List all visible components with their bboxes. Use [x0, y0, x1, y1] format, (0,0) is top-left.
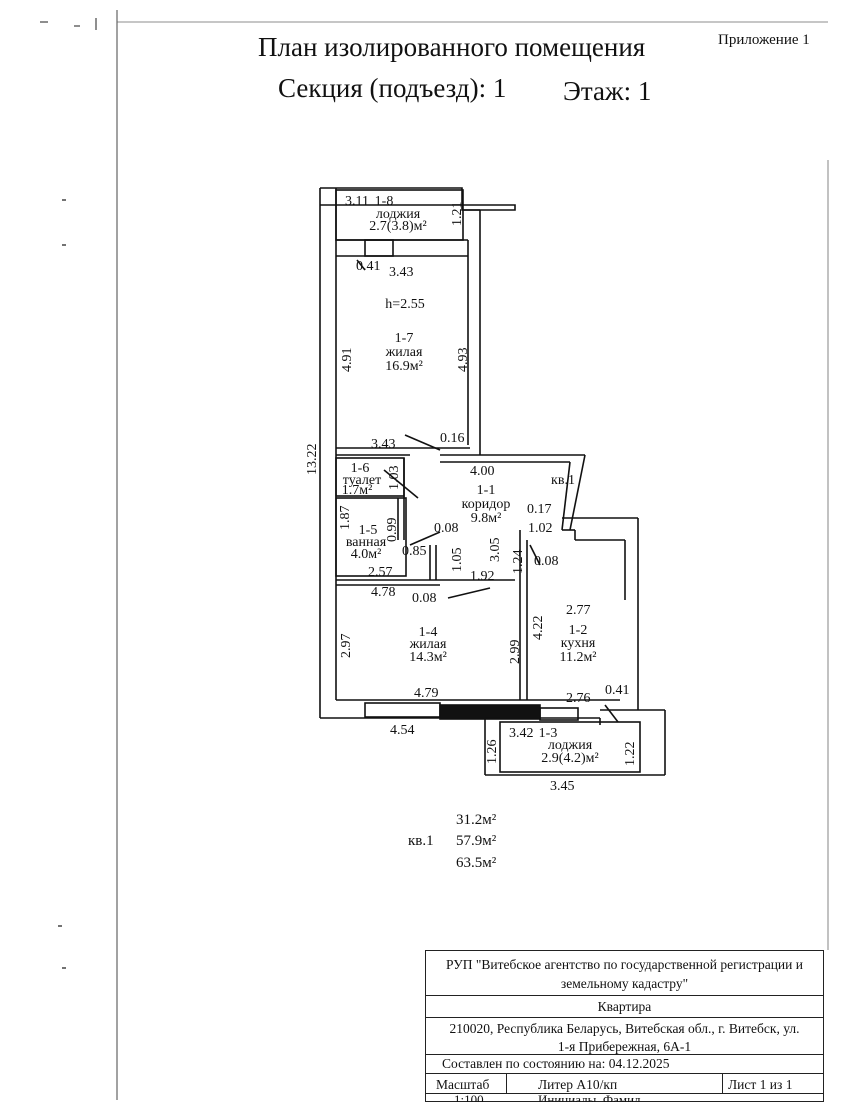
- room-1-3-id: 1-3: [539, 726, 558, 741]
- dim-2-77: 2.77: [566, 603, 591, 618]
- dim-1-92: 1.92: [470, 569, 495, 584]
- room-1-8-area: 2.7(3.8)м²: [369, 219, 426, 234]
- title-block-address: 210020, Республика Беларусь, Витебская о…: [426, 1018, 823, 1055]
- title-block-org: РУП "Витебское агентство по государствен…: [426, 951, 823, 996]
- dim-1-22: 1.22: [623, 742, 638, 767]
- dim-3-42: 3.42: [509, 726, 534, 741]
- room-1-3-area: 2.9(4.2)м²: [541, 751, 598, 766]
- scale-label: Масштаб: [436, 1077, 490, 1092]
- state-date: Составлен по состоянию на: 04.12.2025: [442, 1056, 670, 1071]
- dim-2-99: 2.99: [508, 640, 523, 665]
- room-1-4-area: 14.3м²: [409, 650, 447, 665]
- summary-living-area: 31.2м²: [456, 812, 497, 828]
- ceiling-height: h=2.55: [385, 297, 424, 312]
- floor-label: Этаж: 1: [563, 76, 652, 106]
- room-1-2-name: кухня: [561, 636, 596, 651]
- org-line-2: земельному кадастру": [560, 976, 689, 991]
- dim-0-85: 0.85: [402, 544, 427, 559]
- dim-0-08-b: 0.08: [534, 554, 559, 569]
- appendix-label: Приложение 1: [718, 32, 810, 48]
- plan-walls: [319, 187, 666, 776]
- dim-2-76: 2.76: [566, 691, 591, 706]
- dim-4-54: 4.54: [390, 723, 415, 738]
- dimension-labels: 13.22 3.11 1.21 0.41 3.43 4.91 4.93 3.43…: [305, 194, 638, 794]
- dim-0-16: 0.16: [440, 431, 465, 446]
- title-block-bottom-row: 1:100 Инициалы, Фамил: [426, 1094, 823, 1102]
- liter-label: Литер А10/кп: [538, 1077, 618, 1092]
- summary-label: кв.1: [408, 833, 434, 849]
- room-1-7-name: жилая: [385, 345, 423, 360]
- room-1-6-name: туалет: [343, 473, 381, 488]
- room-1-4-id: 1-4: [419, 625, 438, 640]
- room-1-7-id: 1-7: [395, 331, 414, 346]
- dim-4-91: 4.91: [340, 348, 355, 373]
- dim-4-22: 4.22: [531, 616, 546, 641]
- title-block-date: Составлен по состоянию на: 04.12.2025: [426, 1055, 823, 1074]
- room-1-2-id: 1-2: [569, 623, 588, 638]
- sheet-label: Лист 1 из 1: [728, 1077, 793, 1092]
- dim-3-45: 3.45: [550, 779, 575, 794]
- dim-1-21: 1.21: [450, 202, 465, 227]
- address-line-2: 1-я Прибережная, 6А-1: [557, 1039, 692, 1054]
- title-block-scale-row: Масштаб Литер А10/кп Лист 1 из 1: [426, 1074, 823, 1094]
- section-label: Секция (подъезд): 1: [278, 73, 507, 103]
- summary-total-area: 57.9м²: [456, 833, 497, 849]
- dim-0-99: 0.99: [385, 518, 400, 543]
- dim-4-00: 4.00: [470, 464, 495, 479]
- dim-4-79: 4.79: [414, 686, 439, 701]
- room-1-3-name: лоджия: [548, 738, 593, 753]
- room-1-1-id: 1-1: [477, 483, 496, 498]
- dim-0-17: 0.17: [527, 502, 552, 517]
- dim-1-02: 1.02: [528, 521, 553, 536]
- room-1-7-area: 16.9м²: [385, 359, 423, 374]
- dim-3-05: 3.05: [488, 538, 503, 563]
- room-1-8-name: лоджия: [376, 207, 421, 222]
- dim-1-03: 1.03: [387, 466, 402, 491]
- room-labels: 1-8 лоджия 2.7(3.8)м² h=2.55 1-7 жилая 1…: [342, 194, 599, 766]
- room-1-2-area: 11.2м²: [559, 650, 596, 665]
- dim-2-97: 2.97: [339, 634, 354, 659]
- dim-3-43-top: 3.43: [389, 265, 414, 280]
- initials-label: Инициалы, Фамил: [538, 1094, 641, 1102]
- dim-4-93: 4.93: [456, 348, 471, 373]
- address-line-1: 210020, Республика Беларусь, Витебская о…: [449, 1021, 800, 1036]
- room-1-1-name: коридор: [462, 497, 511, 512]
- room-1-5-name: ванная: [346, 535, 387, 550]
- dim-0-08-a: 0.08: [434, 521, 459, 536]
- page-title: План изолированного помещения: [258, 32, 646, 62]
- room-1-6-area: 1.7м²: [342, 483, 373, 498]
- scale-value: 1:100: [454, 1094, 484, 1102]
- dim-13-22: 13.22: [305, 444, 320, 476]
- room-1-8-id: 1-8: [375, 194, 394, 209]
- dim-1-87: 1.87: [338, 506, 353, 531]
- dim-0-08-c: 0.08: [412, 591, 437, 606]
- summary-total-with-loggias: 63.5м²: [456, 855, 497, 871]
- room-1-1-area: 9.8м²: [471, 511, 502, 526]
- dim-0-41-b: 0.41: [605, 683, 630, 698]
- title-block-object: Квартира: [426, 996, 823, 1018]
- dim-0-41: 0.41: [356, 259, 381, 274]
- dim-1-05: 1.05: [450, 548, 465, 573]
- dim-3-11: 3.11: [345, 194, 369, 209]
- room-1-6-id: 1-6: [351, 461, 370, 476]
- apartment-mark: кв.1: [551, 473, 575, 488]
- title-block: РУП "Витебское агентство по государствен…: [425, 950, 824, 1102]
- org-line-1: РУП "Витебское агентство по государствен…: [446, 957, 803, 972]
- dim-4-78: 4.78: [371, 585, 396, 600]
- floor-plan: 1-8 лоджия 2.7(3.8)м² h=2.55 1-7 жилая 1…: [305, 187, 666, 794]
- dim-1-24: 1.24: [511, 550, 526, 575]
- room-1-5-area: 4.0м²: [351, 547, 382, 562]
- room-1-4-name: жилая: [409, 637, 447, 652]
- room-1-5-id: 1-5: [359, 523, 378, 538]
- dim-1-26: 1.26: [485, 740, 500, 765]
- dim-2-57: 2.57: [368, 565, 393, 580]
- dim-3-43-bottom: 3.43: [371, 437, 396, 452]
